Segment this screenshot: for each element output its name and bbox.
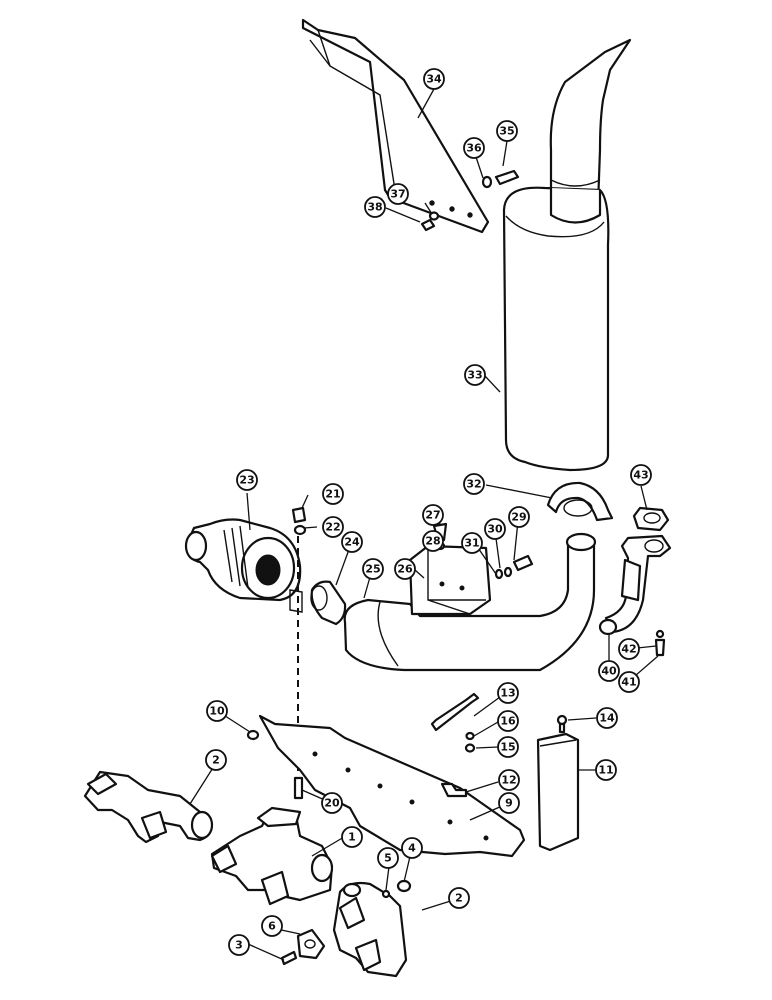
callout-43: 43 bbox=[630, 464, 652, 486]
callout-30: 30 bbox=[484, 518, 506, 540]
part-manifold-fasteners bbox=[280, 879, 412, 966]
callout-24: 24 bbox=[341, 531, 363, 553]
callout-36-label: 36 bbox=[466, 142, 482, 155]
callout-37: 37 bbox=[387, 183, 409, 205]
part-turbocharger bbox=[184, 518, 303, 613]
part-turbo-nut-washer bbox=[291, 506, 307, 536]
callout-24-label: 24 bbox=[344, 536, 360, 549]
callout-22: 22 bbox=[322, 516, 344, 538]
callout-27: 27 bbox=[422, 504, 444, 526]
callout-25: 25 bbox=[362, 558, 384, 580]
callout-32: 32 bbox=[463, 473, 485, 495]
part-muffler bbox=[502, 38, 632, 472]
callout-38-label: 38 bbox=[367, 201, 382, 214]
callout-16: 16 bbox=[497, 710, 519, 732]
callout-41: 41 bbox=[618, 671, 640, 693]
callout-11-label: 11 bbox=[598, 764, 613, 777]
callout-20-label: 20 bbox=[324, 797, 340, 810]
callout-2-right-label: 2 bbox=[455, 892, 463, 905]
callout-31-label: 31 bbox=[464, 537, 479, 550]
callout-40: 40 bbox=[598, 660, 620, 682]
callout-23: 23 bbox=[236, 469, 258, 491]
callout-36: 36 bbox=[463, 137, 485, 159]
callout-4-label: 4 bbox=[408, 842, 416, 855]
callout-21: 21 bbox=[322, 483, 344, 505]
part-washer bbox=[246, 729, 260, 741]
part-exhaust-manifold-left bbox=[83, 770, 214, 844]
callout-4: 4 bbox=[401, 837, 423, 859]
callout-32-label: 32 bbox=[466, 478, 481, 491]
callout-34: 34 bbox=[423, 68, 445, 90]
callout-33: 33 bbox=[464, 364, 486, 386]
callout-9-label: 9 bbox=[505, 797, 513, 810]
callout-16-label: 16 bbox=[500, 715, 516, 728]
part-exhaust-manifold-right bbox=[332, 881, 408, 978]
part-strap-bracket bbox=[430, 692, 480, 798]
callout-35: 35 bbox=[496, 120, 518, 142]
callout-23-label: 23 bbox=[239, 474, 254, 487]
callout-40-label: 40 bbox=[601, 665, 617, 678]
part-cover-shield bbox=[536, 714, 580, 852]
part-exhaust-flange bbox=[632, 506, 670, 532]
callout-34-label: 34 bbox=[426, 73, 442, 86]
callout-29-label: 29 bbox=[511, 511, 526, 524]
callout-25-label: 25 bbox=[365, 563, 380, 576]
callout-28-label: 28 bbox=[425, 535, 440, 548]
callout-43-label: 43 bbox=[633, 469, 648, 482]
callout-27-label: 27 bbox=[425, 509, 440, 522]
callout-3-label: 3 bbox=[235, 939, 243, 952]
callout-20: 20 bbox=[321, 792, 343, 814]
part-pipe-support-bracket bbox=[408, 544, 492, 616]
callout-5-label: 5 bbox=[384, 852, 392, 865]
callout-13: 13 bbox=[497, 682, 519, 704]
callout-2-left-label: 2 bbox=[212, 754, 220, 767]
part-stud bbox=[293, 776, 304, 800]
callout-28: 28 bbox=[422, 530, 444, 552]
callout-13-label: 13 bbox=[500, 687, 515, 700]
callout-2-right: 2 bbox=[448, 887, 470, 909]
callout-6: 6 bbox=[261, 915, 283, 937]
callout-11: 11 bbox=[595, 759, 617, 781]
callout-33-label: 33 bbox=[467, 369, 482, 382]
callout-38: 38 bbox=[364, 196, 386, 218]
callout-15-label: 15 bbox=[500, 741, 515, 754]
part-muffler-clamp bbox=[546, 481, 614, 522]
callout-1-label: 1 bbox=[348, 831, 356, 844]
callout-5: 5 bbox=[377, 847, 399, 869]
callout-3: 3 bbox=[228, 934, 250, 956]
callout-14-label: 14 bbox=[599, 712, 615, 725]
part-exhaust-pipe bbox=[343, 532, 597, 672]
callout-2-left: 2 bbox=[205, 749, 227, 771]
callout-12-label: 12 bbox=[501, 774, 516, 787]
callout-1: 1 bbox=[341, 826, 363, 848]
part-exhaust-manifold-center bbox=[210, 806, 334, 906]
callout-10: 10 bbox=[206, 700, 228, 722]
part-sleeve bbox=[310, 580, 347, 626]
callout-42-label: 42 bbox=[621, 643, 636, 656]
part-mounting-bracket bbox=[301, 18, 490, 234]
callout-12: 12 bbox=[498, 769, 520, 791]
part-bracket-hardware bbox=[420, 169, 520, 232]
callout-31: 31 bbox=[461, 532, 483, 554]
part-elbow-pipe bbox=[598, 534, 672, 636]
callout-9: 9 bbox=[498, 792, 520, 814]
callout-41-label: 41 bbox=[621, 676, 636, 689]
callout-14: 14 bbox=[596, 707, 618, 729]
callout-26: 26 bbox=[394, 558, 416, 580]
callout-10-label: 10 bbox=[209, 705, 225, 718]
callout-26-label: 26 bbox=[397, 563, 413, 576]
callout-30-label: 30 bbox=[487, 523, 503, 536]
callout-35-label: 35 bbox=[499, 125, 514, 138]
callout-29: 29 bbox=[508, 506, 530, 528]
part-bolt-washer bbox=[654, 629, 666, 657]
callout-15: 15 bbox=[497, 736, 519, 758]
callout-42: 42 bbox=[618, 638, 640, 660]
callout-6-label: 6 bbox=[268, 920, 276, 933]
callout-37-label: 37 bbox=[390, 188, 405, 201]
callout-21-label: 21 bbox=[325, 488, 340, 501]
part-heat-shield bbox=[258, 714, 526, 858]
callout-22-label: 22 bbox=[325, 521, 340, 534]
